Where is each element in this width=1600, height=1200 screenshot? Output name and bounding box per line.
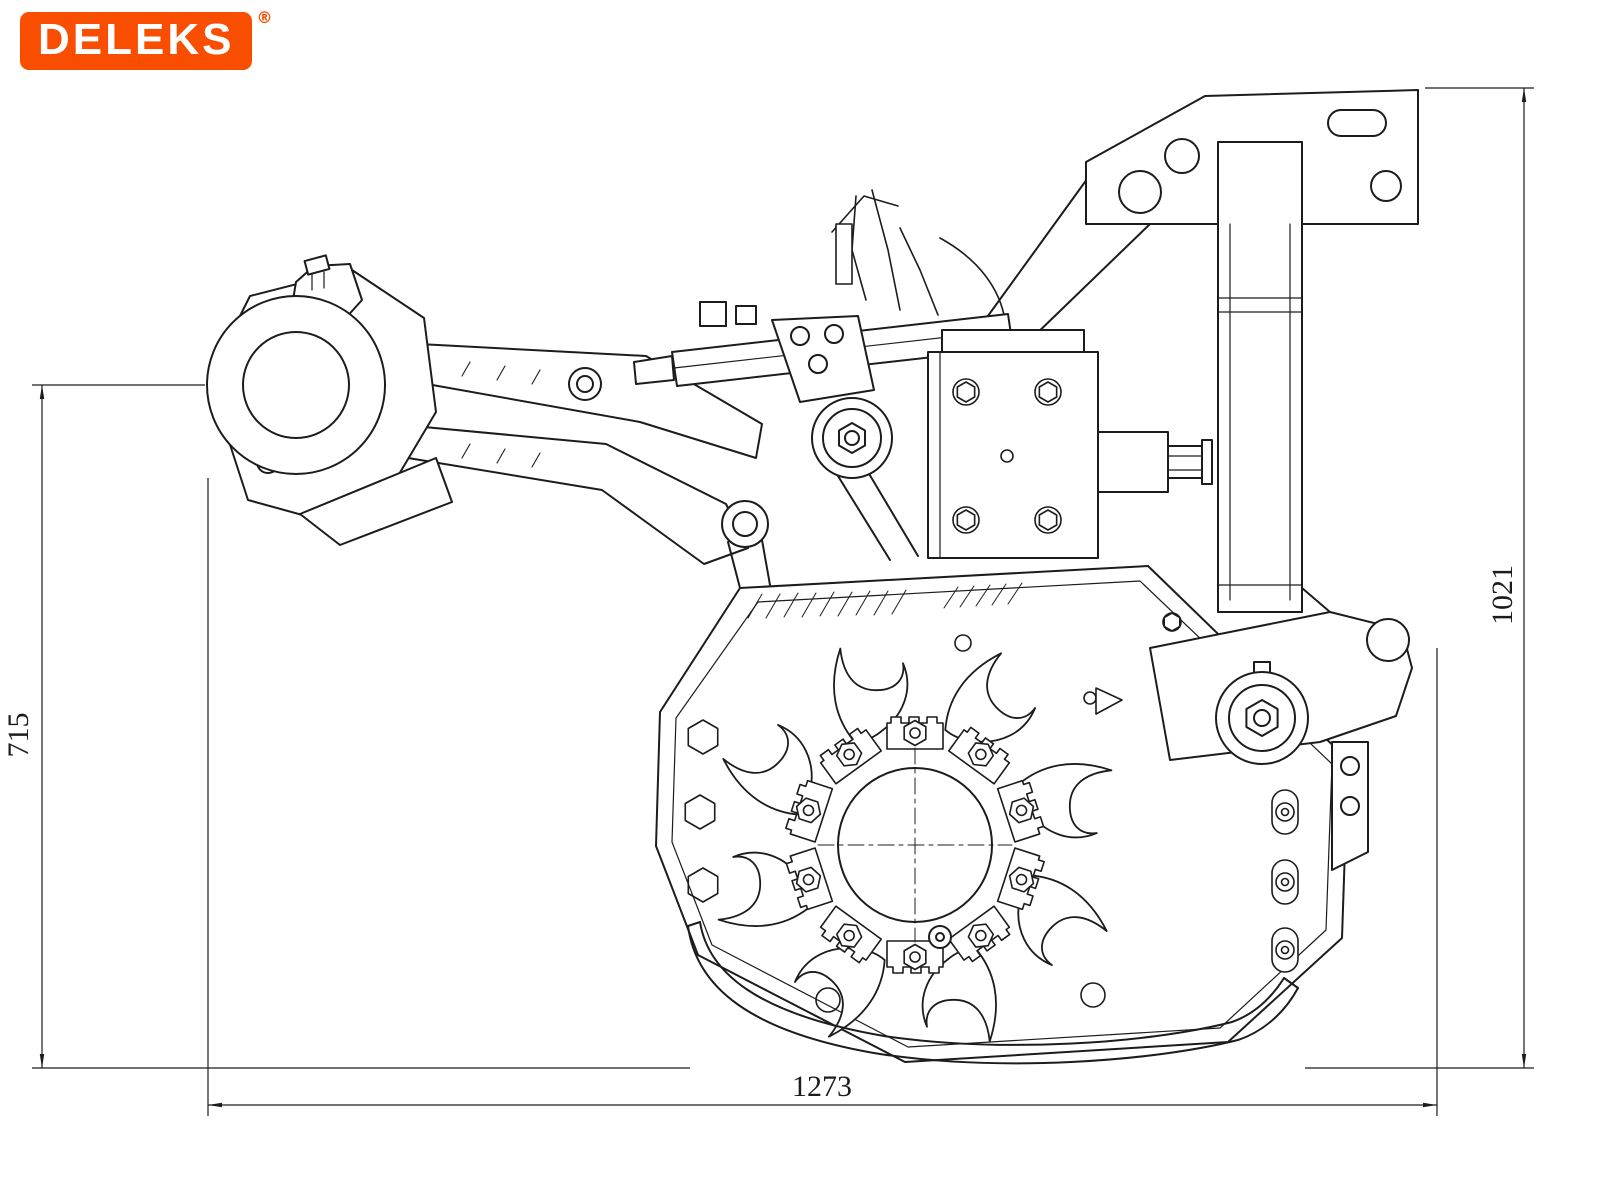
plate-hatch xyxy=(747,582,1023,619)
rear-bearing-bracket xyxy=(1149,611,1413,973)
upper-support-arm xyxy=(984,174,1151,341)
bracket-pin-hole xyxy=(1164,138,1200,174)
bracket-pin-hole xyxy=(1370,170,1402,202)
cylinder-rod xyxy=(633,355,675,385)
dimension-left-label: 715 xyxy=(2,713,35,758)
weld-tick-marks xyxy=(461,361,541,468)
bottom-skid xyxy=(687,921,1299,1065)
rotor-lower-bolt xyxy=(928,925,952,949)
rotor xyxy=(697,627,1133,1063)
ring-tail-bracket xyxy=(299,457,453,546)
main-pivot-hub xyxy=(811,397,919,561)
deleks-logo-box: DELEKS xyxy=(20,12,253,70)
plate-clip xyxy=(1095,687,1123,715)
rotor-centerlines xyxy=(817,747,1013,943)
dimension-bottom-width: 1273 xyxy=(207,478,1438,1116)
deleks-logo: DELEKS ® xyxy=(20,8,272,70)
pivot-bolt xyxy=(721,500,769,548)
dimension-right-height: 1021 xyxy=(1305,87,1534,1069)
bellcrank-plate xyxy=(771,315,875,403)
front-ring-assembly xyxy=(206,254,453,546)
lower-link-arm xyxy=(391,423,771,589)
clamp-bolt xyxy=(303,254,331,276)
gearbox xyxy=(927,329,1213,559)
bracket-pin-hole xyxy=(1118,170,1162,214)
hydraulic-hoses xyxy=(831,189,1006,321)
bracket-slot xyxy=(1327,109,1387,137)
dimension-bottom-label: 1273 xyxy=(792,1070,852,1103)
slotted-fittings xyxy=(1271,789,1299,973)
cylinder-port xyxy=(735,305,757,325)
bracket-hole xyxy=(1366,618,1410,662)
deleks-logo-text: DELEKS xyxy=(38,15,235,64)
gearbox-bolts xyxy=(952,378,1062,534)
cylinder-port xyxy=(699,301,727,327)
plate-bolt-holes xyxy=(683,612,1182,1013)
dimension-annotations: 715 1021 1273 xyxy=(2,87,1534,1116)
dimension-right-label: 1021 xyxy=(1486,565,1519,625)
ring-inner xyxy=(242,331,350,439)
bearing xyxy=(1215,661,1309,765)
vertical-mast xyxy=(1217,141,1331,613)
pto-shaft xyxy=(1097,431,1213,493)
registered-trademark-icon: ® xyxy=(256,8,273,27)
dimension-left-height: 715 xyxy=(2,384,690,1069)
machine-assembly xyxy=(206,89,1419,1065)
